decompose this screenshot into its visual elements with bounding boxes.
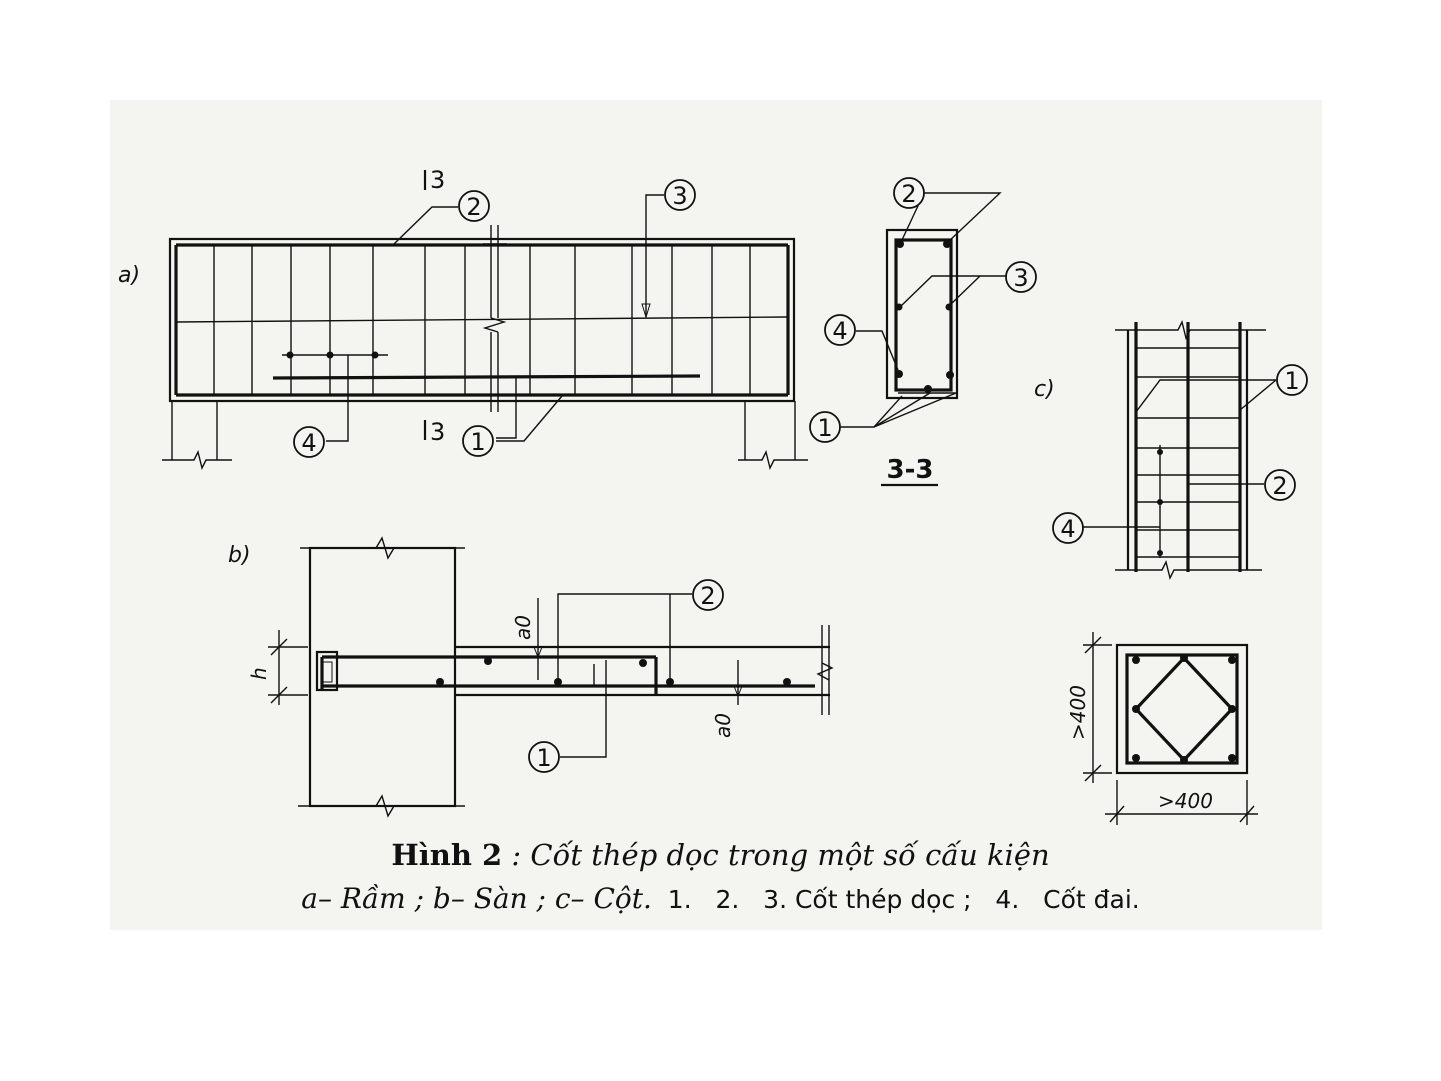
section-3-3-diagram: [840, 193, 1006, 485]
section-bar-top-left: [896, 240, 904, 248]
svg-text:2: 2: [466, 193, 481, 221]
beam-middle-longitudinal-bar: [176, 317, 788, 322]
slab-diagram: [268, 538, 832, 816]
caption-legend-italic: a– Rầm ; b– Sàn ; c– Cột.: [301, 882, 652, 915]
callout-section-1: 1: [810, 412, 840, 442]
callout-beam-3: 3: [665, 180, 695, 210]
column-section-bar-8: [1228, 754, 1236, 762]
caption-legend-plain: 1. 2. 3. Cốt thép dọc ; 4. Cốt đai.: [652, 885, 1140, 914]
callout-beam-2: 2: [459, 191, 489, 221]
section-stirrup: [896, 240, 951, 390]
svg-text:3: 3: [672, 182, 687, 210]
svg-text:1: 1: [817, 414, 832, 442]
section-bar-mid-left: [896, 304, 903, 311]
dim-column-height: >400: [1066, 685, 1090, 740]
beam-leader-1b: [496, 396, 562, 441]
slab-bar-dot-3: [436, 678, 444, 686]
slab-bar-dot-6: [783, 678, 791, 686]
beam-leader-3: [646, 195, 664, 317]
callout-slab-1: 1: [529, 742, 559, 772]
callout-section-3: 3: [1006, 262, 1036, 292]
section-bar-bottom-left: [895, 370, 903, 378]
figure-caption-legend: a– Rầm ; b– Sàn ; c– Cột. 1. 2. 3. Cốt t…: [0, 882, 1441, 915]
column-section-bar-6: [1132, 754, 1140, 762]
caption-title-bold: Hình 2: [391, 838, 502, 872]
svg-text:1: 1: [470, 428, 485, 456]
slab-bar-dot-1: [484, 657, 492, 665]
section-leader-4: [856, 331, 898, 370]
callout-column-4: 4: [1053, 513, 1083, 543]
panel-label-c: c): [1034, 377, 1055, 402]
svg-text:4: 4: [832, 317, 847, 345]
callout-section-4: 4: [825, 315, 855, 345]
slab-break-zigzag: [818, 663, 832, 680]
slab-leader-1: [560, 660, 606, 757]
beam-right-support: [738, 401, 808, 468]
beam-leader-1a: [496, 377, 516, 438]
cut-mark-top-label: 3: [430, 166, 445, 194]
column-diagram: [1080, 322, 1276, 578]
callout-slab-2: 2: [693, 580, 723, 610]
dim-h: h: [247, 667, 271, 680]
beam-left-support: [162, 401, 232, 468]
column-tie-marker: [1157, 445, 1163, 558]
column-leader-1b: [1240, 380, 1276, 410]
beam-extra-bottom-bar: [273, 376, 700, 378]
column-section-bar-7: [1180, 756, 1188, 764]
cut-mark-bottom-label: 3: [430, 418, 445, 446]
slab-bar-dot-2: [639, 659, 647, 667]
callout-beam-1: 1: [463, 426, 493, 456]
dim-a0-bottom: a0: [711, 713, 735, 738]
svg-text:1: 1: [536, 744, 551, 772]
svg-text:4: 4: [1060, 515, 1075, 543]
slab-leader-2a: [558, 594, 692, 682]
svg-text:1: 1: [1284, 367, 1299, 395]
section-leader-1a: [840, 396, 902, 427]
figure-caption-title: Hình 2 : Cốt thép dọc trong một số cấu k…: [0, 838, 1441, 872]
callout-beam-4: 4: [294, 427, 324, 457]
svg-text:3: 3: [1013, 264, 1028, 292]
column-section-bar-3: [1228, 656, 1236, 664]
svg-text:2: 2: [1272, 472, 1287, 500]
dim-a0-top: a0: [511, 615, 535, 640]
panel-label-b: b): [228, 543, 251, 568]
column-section-stirrup: [1127, 655, 1237, 763]
section-bar-bottom-right: [946, 371, 954, 379]
svg-text:2: 2: [901, 180, 916, 208]
beam-break-symbol: [483, 225, 507, 412]
column-section-bar-1: [1132, 656, 1140, 664]
column-section-bar-4: [1132, 705, 1140, 713]
column-section-bar-5: [1228, 705, 1236, 713]
callout-column-2: 2: [1265, 470, 1295, 500]
column-leader-1a: [1136, 380, 1276, 412]
section-leader-3b: [950, 276, 980, 305]
section-bar-bottom-mid: [924, 385, 932, 393]
section-leader-2a: [924, 193, 1000, 242]
callout-section-2: 2: [894, 178, 924, 208]
dim-column-width: >400: [1158, 789, 1213, 813]
section-title: 3-3: [887, 455, 934, 485]
column-section-diamond-tie: [1136, 658, 1232, 760]
column-top-break: [1115, 322, 1266, 338]
svg-text:4: 4: [301, 429, 316, 457]
caption-title-rest: : Cốt thép dọc trong một số cấu kiện: [502, 838, 1049, 872]
column-section-bar-2: [1180, 654, 1188, 662]
panel-label-a: a): [118, 263, 140, 288]
svg-text:2: 2: [700, 582, 715, 610]
callout-column-1: 1: [1277, 365, 1307, 395]
